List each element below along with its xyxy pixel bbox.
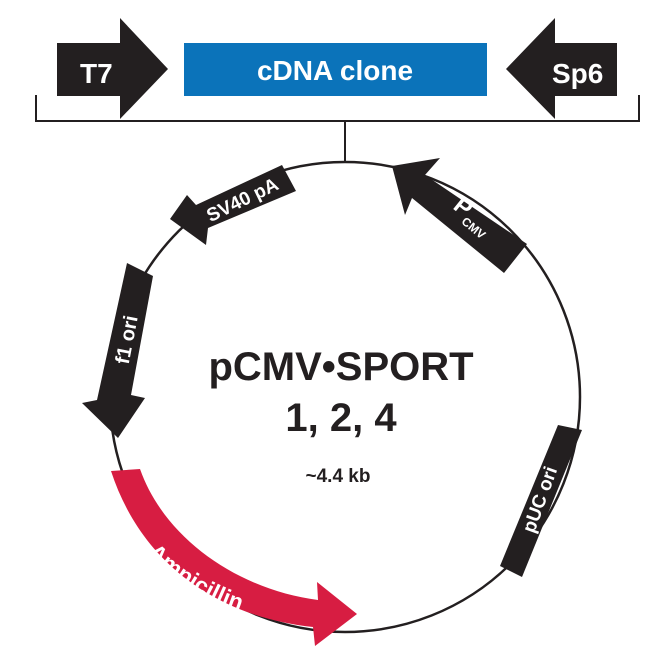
plasmid-name: pCMV•SPORT	[208, 345, 473, 389]
f1-ori-feature: f1 ori	[82, 263, 153, 438]
cmv-promoter-arrow	[392, 158, 527, 273]
sv40-feature: SV40 pA	[170, 165, 296, 245]
cdna-clone-box: cDNA clone	[184, 43, 487, 96]
puc-ori-feature: pUC ori	[500, 425, 582, 577]
f1-ori-arrow	[82, 263, 153, 438]
sp6-label: Sp6	[552, 58, 603, 89]
sv40-arrow	[170, 165, 296, 245]
t7-arrow-shape	[57, 18, 168, 119]
plasmid-center-labels: pCMV•SPORT 1, 2, 4 ~4.4 kb	[208, 345, 473, 487]
ampicillin-arrow	[111, 469, 357, 646]
cloning-site-bracket	[35, 95, 640, 163]
ampicillin-feature: Ampicillin	[111, 469, 357, 646]
cdna-clone-label: cDNA clone	[257, 55, 413, 86]
cmv-promoter-feature: PCMV	[392, 158, 527, 273]
t7-primer-arrow: T7	[57, 18, 168, 119]
sp6-primer-arrow: Sp6	[506, 18, 617, 119]
sp6-arrow-shape	[506, 18, 617, 119]
t7-label: T7	[80, 58, 113, 89]
bracket-line	[35, 95, 640, 122]
plasmid-size: ~4.4 kb	[306, 466, 371, 487]
cdna-clone-rect	[184, 43, 487, 96]
puc-ori-block	[500, 425, 582, 577]
plasmid-versions: 1, 2, 4	[285, 396, 397, 440]
